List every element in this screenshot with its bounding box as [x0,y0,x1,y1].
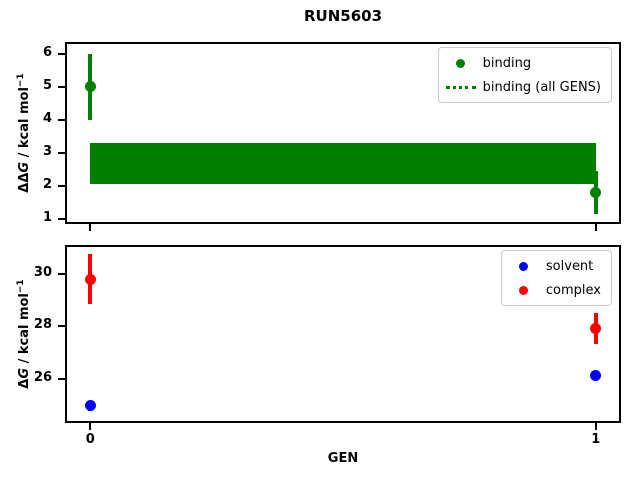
y-label-symbol: G [17,161,33,173]
data-point-solvent [84,400,96,412]
legend-label: solvent [545,258,594,274]
y-tick-label: 6 [42,44,52,60]
y-tick [58,272,65,275]
legend-item: binding [445,51,601,75]
confidence-band [90,142,596,185]
binding (all GENS)-dotted-line-icon [445,85,476,89]
complex-dot-icon [519,285,529,295]
y-tick [58,325,65,328]
data-point-complex [84,273,96,285]
y-tick-label: 26 [33,369,52,385]
legend-label: binding [482,55,532,71]
data-point-binding [84,81,96,93]
legend: solvent complex [500,250,612,306]
y-tick [58,218,65,221]
legend-item: complex [508,278,601,302]
data-point-solvent [590,370,602,382]
y-tick-label: 28 [33,317,52,333]
y-tick [58,184,65,187]
y-tick-label: 1 [42,210,52,226]
y-tick-label: 5 [42,77,52,93]
y-tick-label: 3 [42,143,52,159]
y-tick-label: 4 [42,110,52,126]
legend: binding binding (all GENS) [437,47,612,103]
y-tick [58,377,65,380]
figure-title: RUN5603 [303,7,383,25]
binding-dot-icon [456,58,466,68]
x-tick [594,423,597,430]
data-point-complex [590,323,602,335]
y-tick [58,85,65,88]
legend-marker-cell [445,58,477,68]
legend-marker-cell [445,85,477,89]
legend-marker-cell [508,285,540,295]
y-label-exponent: −1 [15,279,26,294]
legend-marker-cell [508,261,540,271]
y-tick [58,151,65,154]
x-tick [89,224,92,231]
x-tick [594,224,597,231]
x-axis-label: GEN [327,451,359,466]
solvent-dot-icon [519,261,529,271]
x-tick-label: 0 [85,432,95,447]
data-point-binding [590,187,602,199]
legend-item: solvent [508,254,601,278]
y-tick [58,118,65,121]
x-tick-label: 1 [591,432,601,447]
y-tick-label: 2 [42,176,52,192]
y-tick [58,52,65,55]
legend-item: binding (all GENS) [445,75,601,99]
legend-label: complex [545,282,601,298]
legend-label: binding (all GENS) [482,79,601,95]
y-tick-label: 30 [33,264,52,280]
x-tick [89,423,92,430]
